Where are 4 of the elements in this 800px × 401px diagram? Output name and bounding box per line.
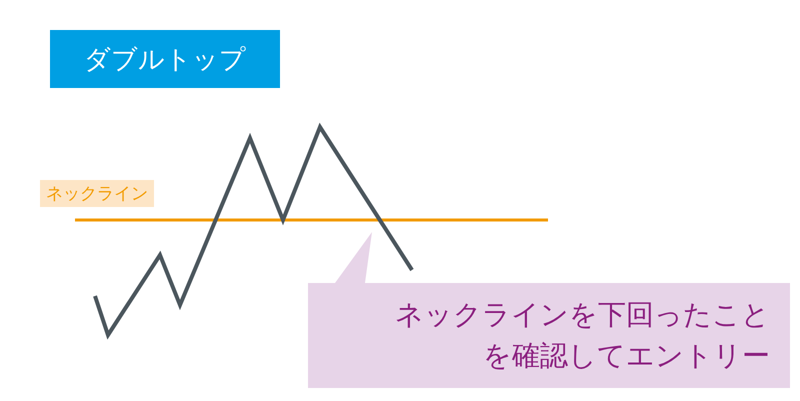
callout-text: ネックラインを下回ったことを確認してエントリー: [394, 296, 770, 374]
neckline-label: ネックライン: [40, 180, 154, 207]
callout-bubble: [308, 232, 790, 388]
title-banner: ダブルトップ: [50, 30, 280, 88]
